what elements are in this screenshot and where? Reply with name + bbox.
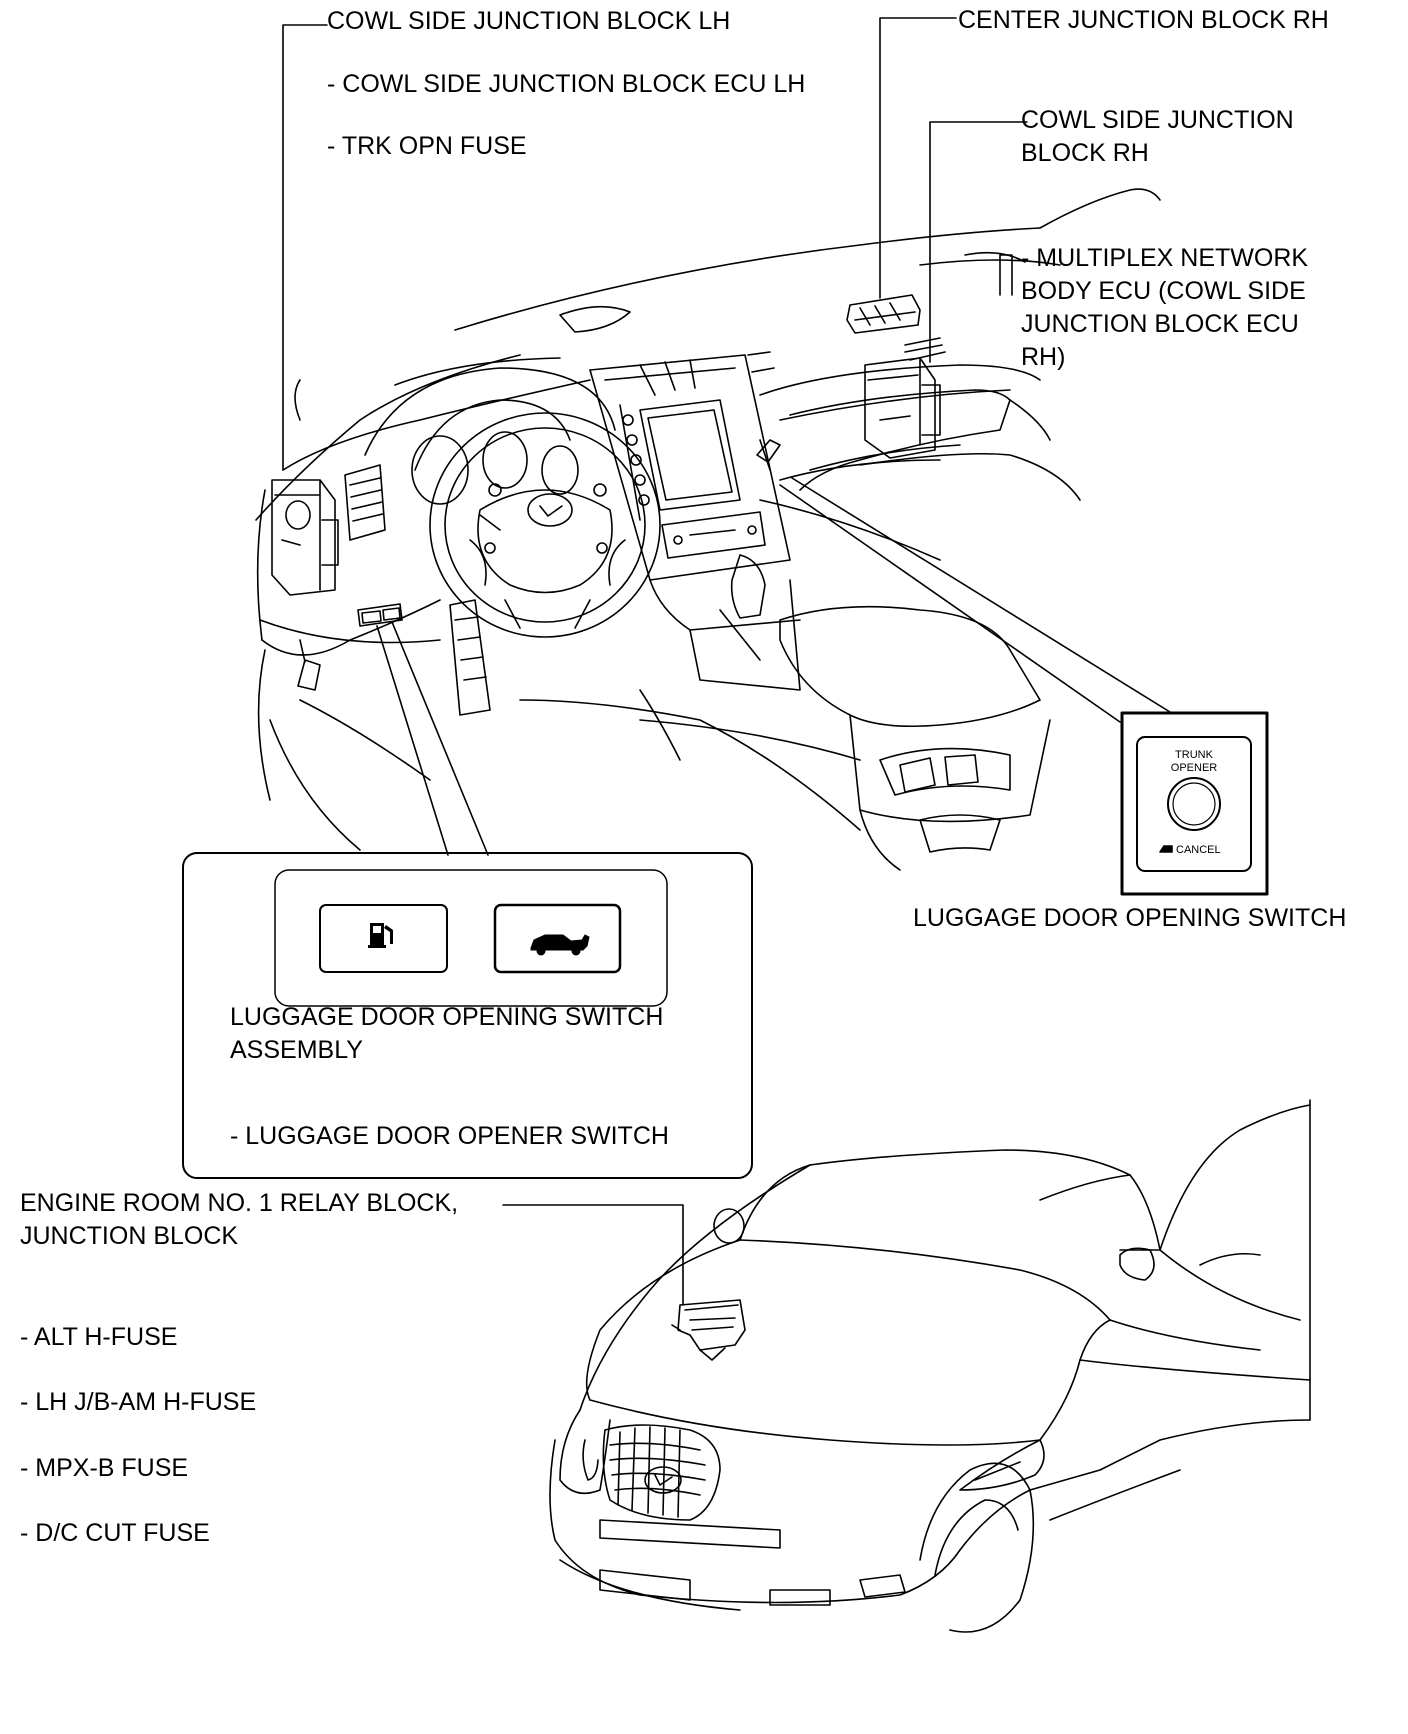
leader-lines [282, 17, 1171, 1306]
label-cowl-side-junction-block-ecu-lh: - COWL SIDE JUNCTION BLOCK ECU LH [327, 70, 806, 98]
engine-room-relay-block [671, 1299, 746, 1361]
label-trk-opn-fuse: - TRK OPN FUSE [327, 132, 527, 160]
trunk-opener-text-bottom: OPENER [1171, 762, 1218, 774]
label-mpx-b-fuse: - MPX-B FUSE [20, 1454, 189, 1482]
dashboard-illustration [255, 188, 1161, 871]
label-cowl-side-junction-block-lh: COWL SIDE JUNCTION BLOCK LH [327, 7, 731, 35]
cowl-side-junction-block-lh [271, 479, 339, 596]
label-luggage-door-opening-switch-assembly: LUGGAGE DOOR OPENING SWITCH ASSEMBLY [230, 1003, 664, 1064]
car-exterior-illustration [549, 1099, 1311, 1633]
center-junction-block-rh [846, 294, 921, 334]
cowl-side-junction-block-rh [864, 357, 941, 459]
switch-assembly-callout [182, 852, 753, 1179]
label-luggage-door-opener-switch: - LUGGAGE DOOR OPENER SWITCH [230, 1122, 669, 1150]
label-engine-room-relay-block: ENGINE ROOM NO. 1 RELAY BLOCK, JUNCTION … [20, 1189, 459, 1250]
label-cowl-side-junction-block-rh: COWL SIDE JUNCTION BLOCK RH [1021, 106, 1294, 167]
cancel-text: CANCEL [1176, 844, 1221, 856]
label-lh-jb-am-h-fuse: - LH J/B-AM H-FUSE [20, 1388, 257, 1416]
switch-assembly-on-dash [357, 603, 403, 627]
trunk-opener-text-top: TRUNK [1175, 749, 1214, 761]
label-alt-h-fuse: - ALT H-FUSE [20, 1323, 178, 1351]
car-trunk-icon [530, 934, 590, 956]
label-luggage-door-opening-switch: LUGGAGE DOOR OPENING SWITCH [913, 904, 1347, 932]
trunk-opener-callout [1120, 711, 1269, 896]
label-dc-cut-fuse: - D/C CUT FUSE [20, 1519, 210, 1547]
fuel-pump-icon [368, 923, 393, 948]
label-multiplex-network-body-ecu: - MULTIPLEX NETWORK BODY ECU (COWL SIDE … [1021, 244, 1309, 371]
label-center-junction-block-rh: CENTER JUNCTION BLOCK RH [958, 6, 1329, 34]
